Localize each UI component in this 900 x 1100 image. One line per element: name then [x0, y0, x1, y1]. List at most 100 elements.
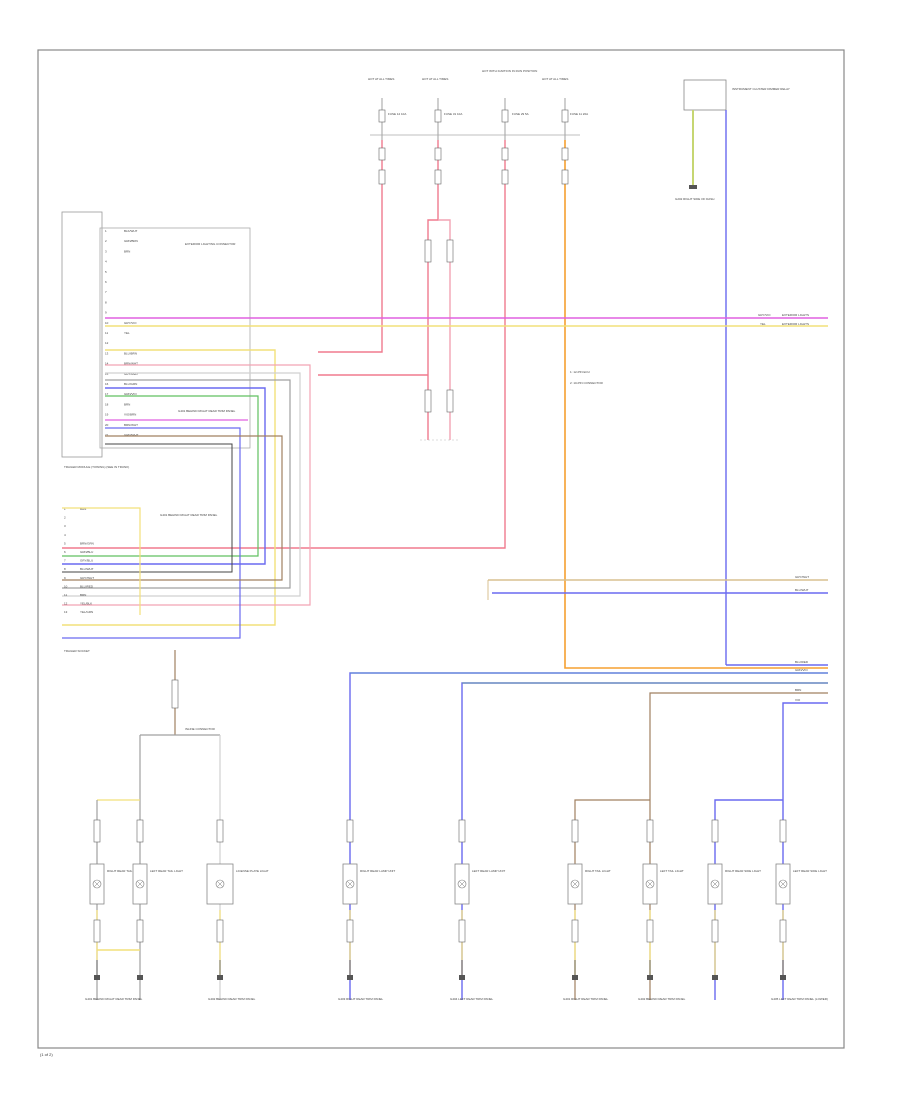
- right-label-brn: BRN: [795, 688, 801, 692]
- fuse-1-label: HOT AT ALL TIMES: [368, 77, 394, 81]
- ground-4: G404 LEFT REAR TRIM PANEL: [450, 960, 494, 1001]
- module-pin-number: 17: [105, 392, 109, 396]
- module-pin-number: 7: [105, 290, 107, 294]
- module-pin-label: BLU/BRN: [124, 351, 137, 355]
- lamp-5: LEFT REAR LAMP UNIT: [454, 819, 505, 943]
- fuse-group-3: HOT WITH IGNITION IN RUN POSITION FUSE 2…: [482, 69, 537, 140]
- ground-label: G401 RIGHT REAR TRIM PANEL: [563, 997, 609, 1001]
- lamp-3: LICENSE PLATE LIGHT: [206, 819, 269, 943]
- lamp-7: LEFT TAIL LIGHT: [642, 819, 684, 943]
- right-dest-2: EXTERIOR LIGHTS: [782, 322, 809, 326]
- wire-red-1: [318, 140, 383, 353]
- right-label-vio: VIO: [795, 698, 801, 702]
- socket-pin-label: BLU/WHT: [80, 567, 94, 571]
- module-pin-number: 4: [105, 260, 107, 264]
- socket-pin-label: GRY/BLU: [80, 559, 93, 563]
- module-aux-label: EXTERIOR LIGHTING CONNECTOR: [185, 242, 236, 246]
- right-label-yel: YEL: [760, 322, 766, 326]
- fuse-group-1: HOT AT ALL TIMES FUSE 12 10A: [368, 77, 406, 140]
- lamp-label: RIGHT REAR SIDE LIGHT: [725, 869, 761, 873]
- ground-label: G402 BEHIND REAR TRIM PANEL: [638, 997, 686, 1001]
- wire-orange: [564, 140, 828, 669]
- legend-item-1: 1: 12-PIN ECU: [570, 370, 590, 374]
- lamp-2: LEFT REAR TAIL LIGHT: [132, 819, 183, 943]
- right-dest-1: EXTERIOR LIGHTS: [782, 313, 809, 317]
- splice-label: INLINE CONNECTOR: [185, 727, 216, 731]
- module-pin-number: 20: [105, 423, 109, 427]
- ground-drop: [137, 975, 143, 980]
- fuse-1-rating: FUSE 12 10A: [388, 112, 406, 116]
- socket-pin-label: BRN: [80, 593, 86, 597]
- module-pin-number: 6: [105, 280, 107, 284]
- socket-pin-number: 1: [64, 507, 66, 511]
- module-pin-number: 21: [105, 433, 109, 437]
- lamp-1: RIGHT REAR TAIL LIGHT: [89, 819, 142, 943]
- socket-pin-label: BRN: [80, 507, 86, 511]
- module-pin-number: 10: [105, 321, 109, 325]
- fuse-4-rating: FUSE 11 20A: [570, 112, 588, 116]
- fuse-4-label: HOT AT ALL TIMES: [542, 77, 568, 81]
- ground-label: G401 BEHIND RIGHT REAR TRIM PANEL: [85, 997, 143, 1001]
- right-label-blu-wht: BLU/WHT: [795, 588, 809, 592]
- module-pin-number: 2: [105, 239, 107, 243]
- module-pin-label: YEL: [124, 331, 130, 335]
- ground-label: G404 LEFT REAR TRIM PANEL: [450, 997, 494, 1001]
- module-pin-number: 5: [105, 270, 107, 274]
- inline-connectors-top: [378, 147, 569, 413]
- socket-pin-number: 11: [64, 593, 67, 597]
- module-pin-label: BLK/WHT: [124, 229, 138, 233]
- socket-pin-number: 13: [64, 610, 68, 614]
- module-pin-number: 12: [105, 341, 109, 345]
- socket-pin-label: YEL/BLK: [80, 602, 92, 606]
- module-pin-number: 15: [105, 372, 109, 376]
- socket-pin-number: 6: [64, 550, 66, 554]
- diagram-frame: [37, 49, 845, 1049]
- module-pin-number: 13: [105, 351, 109, 355]
- ground-6: G402 BEHIND REAR TRIM PANEL: [638, 960, 686, 1001]
- socket-pin-number: 5: [64, 541, 66, 545]
- socket-pin-number: 4: [64, 533, 66, 537]
- module-pin-label: GRN/BRN: [124, 239, 138, 243]
- trailer-socket-label: TRAILER SOCKET: [64, 649, 90, 653]
- right-label-gry-vio: GRY/VIO: [758, 313, 771, 317]
- legend: 1: 12-PIN ECU 2: 10-PIN CONNECTOR: [570, 370, 604, 385]
- socket-pin-label: BRN/GRN: [80, 541, 94, 545]
- module-pin-number: 18: [105, 402, 109, 406]
- ground-3: G403 RIGHT REAR TRIM PANEL: [338, 960, 384, 1001]
- lamp-6: RIGHT TAIL LIGHT: [567, 819, 611, 943]
- ground-7: G405 LEFT REAR TRIM PANEL (LOWER): [771, 960, 828, 1001]
- module-pin-number: 14: [105, 362, 109, 366]
- fuse-group-4: HOT AT ALL TIMES FUSE 11 20A: [542, 77, 588, 140]
- module-pin-label: BRN/WHT: [124, 423, 138, 427]
- trailer-module-label: TRAILER MODULE (TOWING) (SEE IN TRUNK): [64, 465, 129, 469]
- module-pin-label: BLU/GRN: [124, 382, 137, 386]
- fuse-3-rating: FUSE 29 5A: [512, 112, 529, 116]
- right-label-gry-wht: GRY/WHT: [795, 575, 809, 579]
- socket-pin-number: 12: [64, 602, 68, 606]
- lamp-label: LICENSE PLATE LIGHT: [236, 869, 269, 873]
- lamp-label: LEFT REAR SIDE LIGHT: [793, 869, 827, 873]
- socket-ground-label: G401 BEHIND RIGHT REAR TRIM PANEL: [160, 513, 218, 517]
- lamp-label: LEFT REAR TAIL LIGHT: [150, 869, 183, 873]
- trailer-socket: TRAILER SOCKET G401 BEHIND RIGHT REAR TR…: [64, 513, 218, 653]
- socket-pin-number: 8: [64, 567, 66, 571]
- dimmer-relay-ground: G202 RIGHT SIDE OF DASH: [675, 197, 714, 201]
- module-pin-label: GRN/WHT: [124, 433, 138, 437]
- socket-pin-label: YEL/GRN: [80, 610, 93, 614]
- module-pin-number: 9: [105, 311, 107, 315]
- socket-pin-number: 7: [64, 559, 66, 563]
- ground-label: G402 BEHIND REAR TRIM PANEL: [208, 997, 256, 1001]
- wire-red-3: [62, 140, 506, 549]
- module-pin-label: GRY/RED: [124, 372, 138, 376]
- trailer-module: TRAILER MODULE (TOWING) (SEE IN TRUNK) E…: [61, 211, 251, 469]
- ground-1: G401 BEHIND RIGHT REAR TRIM PANEL: [85, 960, 143, 1001]
- lamp-9: LEFT REAR SIDE LIGHT: [775, 819, 827, 943]
- grounds-layer: G401 BEHIND RIGHT REAR TRIM PANEL G402 BE…: [85, 960, 828, 1001]
- module-pin-label: BRN: [124, 402, 130, 406]
- module-pin-label: BRN/WHT: [124, 362, 138, 366]
- right-label-blu-red: BLU/RED: [795, 660, 809, 664]
- ground-5: G401 RIGHT REAR TRIM PANEL: [563, 960, 609, 1001]
- module-pin-number: 1: [105, 229, 107, 233]
